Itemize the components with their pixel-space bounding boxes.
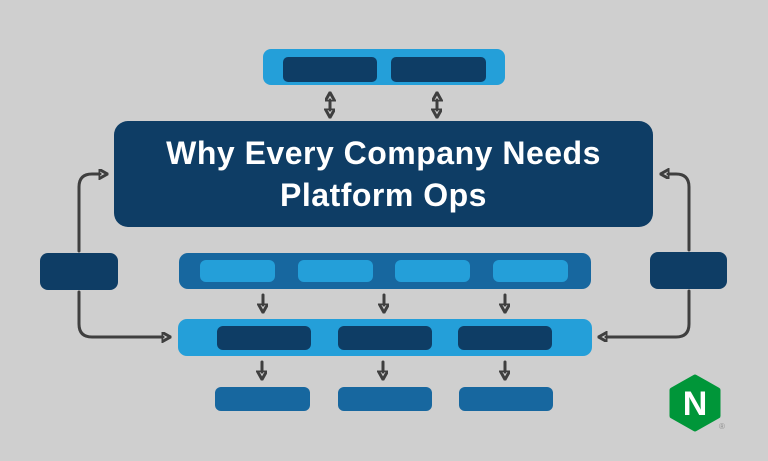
right-side-box [650, 252, 727, 289]
upper-row-chip [200, 260, 275, 282]
upper-row-chip [493, 260, 568, 282]
registered-mark: ® [719, 422, 725, 431]
top-bar-chip [391, 57, 486, 82]
curved-arrow-left-top-icon [77, 174, 100, 253]
upper-row-chip [395, 260, 470, 282]
upper-row-chip [298, 260, 373, 282]
curved-arrow-right-bottom-icon [606, 289, 691, 337]
title-line-1: Why Every Company Needs [166, 135, 601, 171]
hexagon-icon [669, 374, 721, 432]
lower-row-chip [217, 326, 311, 350]
title-box: Why Every Company Needs Platform Ops [114, 121, 653, 227]
lower-row-chip [458, 326, 552, 350]
bottom-box [338, 387, 432, 411]
nginx-letter: N [683, 385, 708, 423]
bottom-box [459, 387, 553, 411]
curved-arrow-right-top-icon [668, 174, 691, 252]
title-line-2: Platform Ops [280, 177, 487, 213]
bottom-box [215, 387, 310, 411]
left-side-box [40, 253, 118, 290]
curved-arrow-left-bottom-icon [77, 290, 163, 337]
lower-row-chip [338, 326, 432, 350]
top-bar-chip [283, 57, 377, 82]
nginx-logo: N ® [669, 374, 725, 432]
